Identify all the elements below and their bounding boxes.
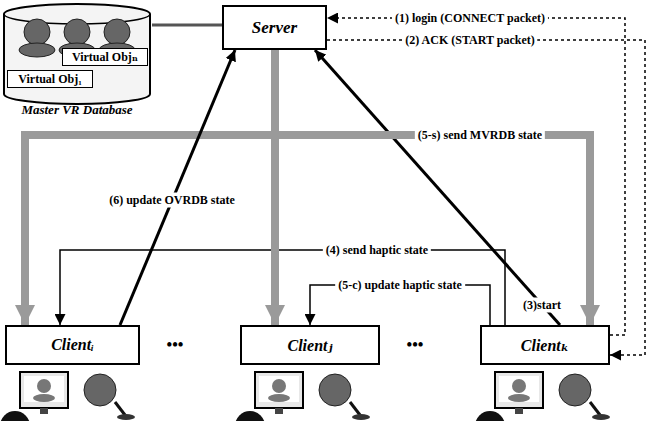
step-label: (1) login (CONNECT packet) [392,11,548,26]
cylinder-body [4,4,150,104]
node-label: Clientᵢ [51,336,94,354]
ellipsis-mark: ••• [167,336,184,354]
node-label: Server [252,18,297,38]
monitor-stand [40,408,48,414]
user-head [235,411,265,421]
step-label: (3)start [520,298,564,313]
virtual-object-figure [24,19,50,45]
haptic-arrow [60,250,505,325]
monitor [20,372,68,408]
monitor [255,372,303,408]
client-box: Clientᵢ [5,325,140,365]
haptic-device [350,402,360,415]
step-label: (4) send haptic state [323,243,431,258]
monitor-stand [515,408,523,414]
login-arrow [327,18,625,335]
user-head [84,374,116,406]
haptic-base [117,414,135,420]
haptic-base [592,414,610,420]
step-label: (2) ACK (START packet) [402,33,537,48]
virtual-object-figure [104,19,130,45]
screen-object [37,379,51,393]
database-cylinder: Virtual ObjₙVirtual Obj₁Master VR Databa… [2,2,152,124]
haptic-device [590,402,600,415]
monitor-stand [275,408,283,414]
node-label: Virtual Objₙ [72,50,138,65]
virtual-object-figure [64,19,90,45]
ellipsis-mark: ••• [407,336,424,354]
user-head [559,374,591,406]
node-label: Clientₖ [521,336,569,355]
ack-arrow [327,40,645,355]
virtual-object-figure [19,43,55,57]
screen [499,376,539,402]
haptic-device [115,402,125,415]
database-link [152,24,222,27]
database-caption: Master VR Database [2,2,152,118]
client-box: Clientⱼ [240,325,380,365]
state-arrow [275,50,590,325]
user-head [475,411,505,421]
virtual-object-box: Virtual Obj₁ [7,70,93,88]
step-label: (5-c) update haptic state [335,278,465,293]
user-station [0,372,135,421]
screen [24,376,64,402]
monitor [495,372,543,408]
step-label: (6) update OVRDB state [106,193,238,208]
screen-object [512,379,526,393]
user-station [475,372,610,421]
virtual-object-box: Virtual Objₙ [62,48,148,66]
user-head [0,411,30,421]
client-box: Clientₖ [480,325,610,365]
screen [259,376,299,402]
node-label: Clientⱼ [287,336,332,355]
screen-object [272,379,286,393]
screen-object [268,394,290,402]
node-label: Virtual Obj₁ [18,72,82,87]
server-box: Server [222,5,327,50]
user-station [235,372,370,421]
user-head [319,374,351,406]
screen-object [508,394,530,402]
step-label: (5-s) send MVRDB state [415,128,545,143]
start-arrow [315,50,560,325]
screen-object [33,394,55,402]
haptic-base [352,414,370,420]
